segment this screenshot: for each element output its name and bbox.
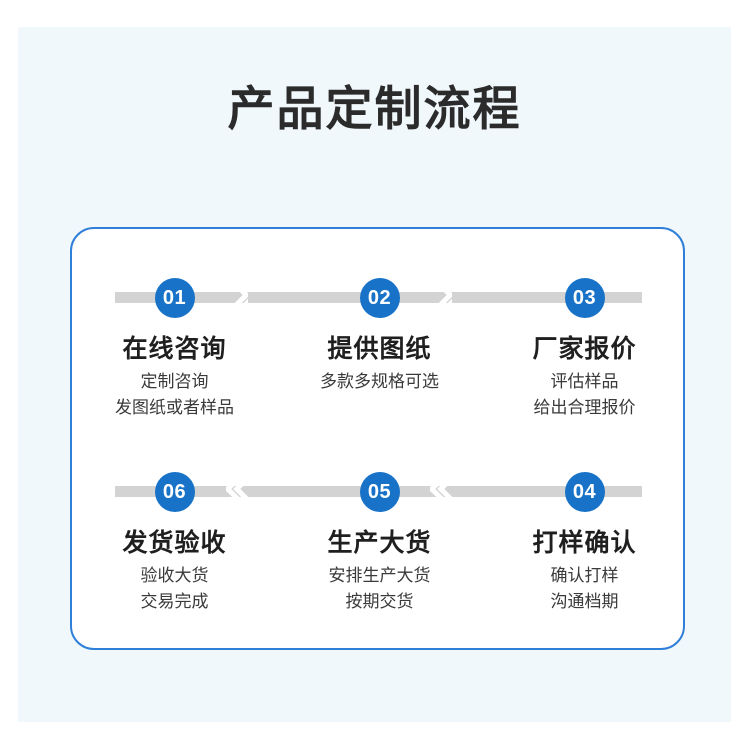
- step-number-badge: 02: [359, 278, 400, 318]
- step-title: 提供图纸: [327, 335, 432, 363]
- step-description: 多款多规格可选: [277, 369, 482, 395]
- step-title: 发货验收: [122, 529, 227, 557]
- step-number-badge: 05: [359, 472, 400, 512]
- step-title: 在线咨询: [122, 335, 227, 363]
- page-canvas: 产品定制流程 01 在线咨询 定制咨询 发图纸或者样品 02 提供图纸 多款多规…: [18, 27, 731, 722]
- step-number-badge: 04: [564, 472, 605, 512]
- flow-row-2: 06 发货验收 验收大货 交易完成 05 生产大货 安排生产大货 按期交货 04…: [72, 471, 687, 646]
- page-title: 产品定制流程: [227, 82, 522, 135]
- step-description: 安排生产大货 按期交货: [277, 563, 482, 615]
- flow-step-02[interactable]: 02 提供图纸 多款多规格可选: [277, 277, 482, 452]
- step-description-line: 确认打样: [550, 566, 619, 585]
- step-description-line: 安排生产大货: [328, 566, 431, 585]
- step-description-line: 交易完成: [140, 592, 209, 611]
- step-title: 生产大货: [327, 529, 432, 557]
- step-description-line: 沟通档期: [550, 592, 619, 611]
- step-description-line: 多款多规格可选: [320, 372, 439, 391]
- step-description: 验收大货 交易完成: [72, 563, 277, 615]
- step-description-line: 按期交货: [345, 592, 414, 611]
- step-description-line: 评估样品: [550, 372, 619, 391]
- step-description-line: 发图纸或者样品: [115, 398, 234, 417]
- flow-step-03[interactable]: 03 厂家报价 评估样品 给出合理报价: [482, 277, 687, 452]
- flow-step-04[interactable]: 04 打样确认 确认打样 沟通档期: [482, 471, 687, 646]
- flow-step-06[interactable]: 06 发货验收 验收大货 交易完成: [72, 471, 277, 646]
- step-description-line: 给出合理报价: [533, 398, 636, 417]
- step-description: 确认打样 沟通档期: [482, 563, 687, 615]
- step-number-badge: 03: [564, 278, 605, 318]
- flow-row-1: 01 在线咨询 定制咨询 发图纸或者样品 02 提供图纸 多款多规格可选 03 …: [72, 277, 687, 452]
- step-description-line: 定制咨询: [140, 372, 209, 391]
- step-description: 评估样品 给出合理报价: [482, 369, 687, 421]
- flow-step-01[interactable]: 01 在线咨询 定制咨询 发图纸或者样品: [72, 277, 277, 452]
- step-description: 定制咨询 发图纸或者样品: [72, 369, 277, 421]
- flow-card: 01 在线咨询 定制咨询 发图纸或者样品 02 提供图纸 多款多规格可选 03 …: [70, 227, 685, 650]
- step-number-badge: 06: [154, 472, 195, 512]
- step-title: 厂家报价: [532, 335, 637, 363]
- step-title: 打样确认: [532, 529, 637, 557]
- flow-step-05[interactable]: 05 生产大货 安排生产大货 按期交货: [277, 471, 482, 646]
- step-number-badge: 01: [154, 278, 195, 318]
- step-description-line: 验收大货: [140, 566, 209, 585]
